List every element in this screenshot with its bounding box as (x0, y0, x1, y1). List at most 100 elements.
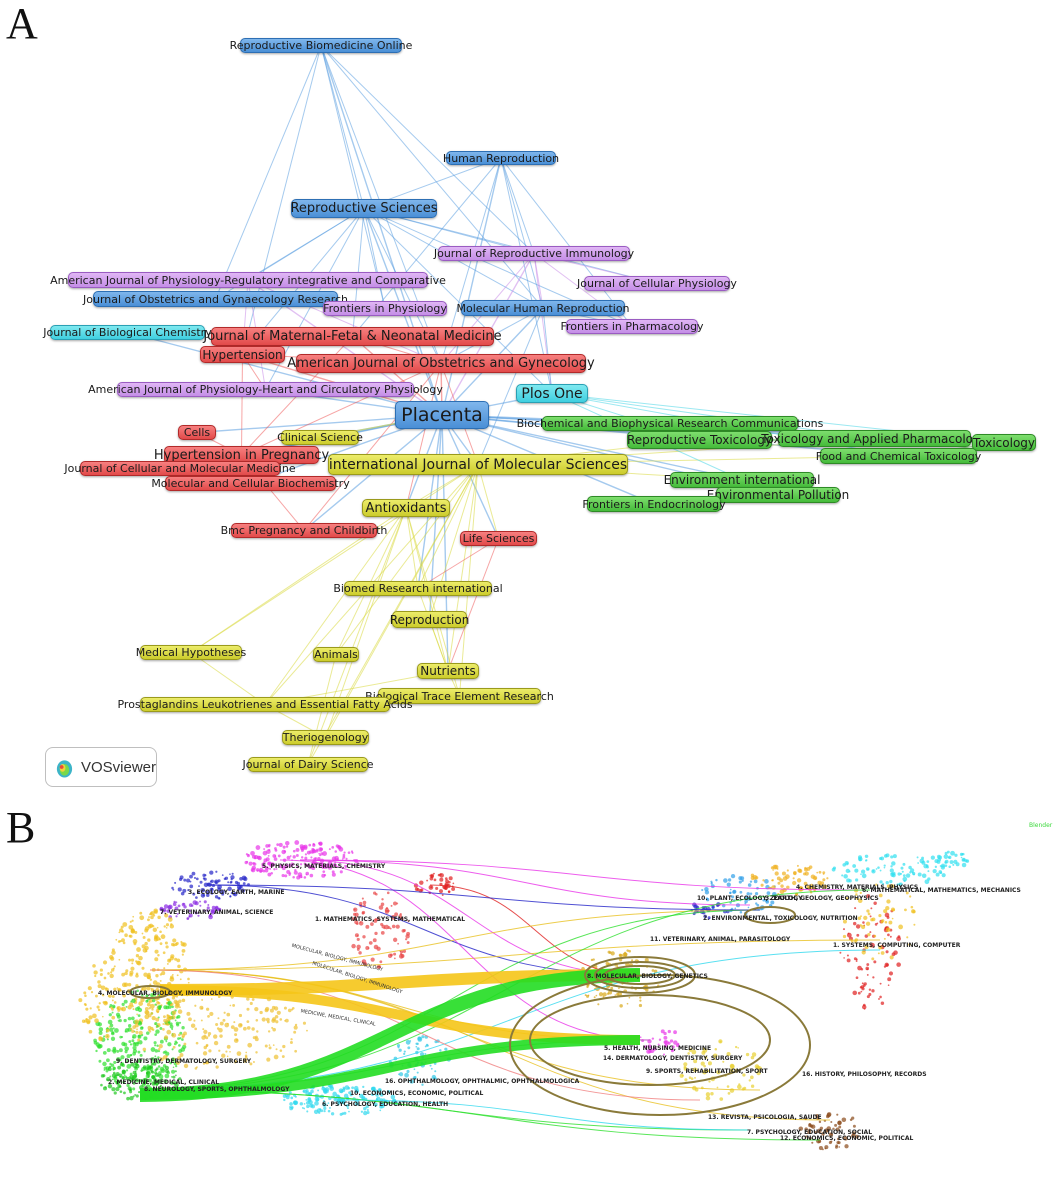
journal-node-repro[interactable]: Reproduction (389, 611, 470, 628)
citation-dot (187, 977, 190, 981)
citation-dot (106, 1058, 110, 1063)
journal-node-antiox[interactable]: Antioxidants (362, 499, 450, 517)
citation-dot (381, 898, 384, 901)
journal-node-clin[interactable]: Clinical Science (277, 430, 363, 445)
citation-dot (116, 987, 119, 989)
journal-node-therio[interactable]: Theriogenology (282, 730, 369, 745)
citation-dot (152, 991, 157, 996)
citation-dot (255, 1019, 259, 1022)
citation-dot (429, 876, 434, 881)
journal-node-rbo[interactable]: Reproductive Biomedicine Online (229, 38, 413, 53)
journal-node-tox[interactable]: Toxicology (972, 434, 1036, 451)
citation-dot (371, 1086, 376, 1091)
citation-dot (290, 1096, 294, 1100)
journal-node-rtox[interactable]: Reproductive Toxicology (627, 431, 773, 449)
journal-node-mhr[interactable]: Molecular Human Reproduction (456, 300, 630, 316)
journal-node-medhyp[interactable]: Medical Hypotheses (135, 645, 247, 660)
journal-node-tap[interactable]: Toxicology and Applied Pharmacology (761, 430, 988, 447)
citation-dot (123, 1018, 127, 1023)
citation-dot (194, 1027, 198, 1031)
journal-node-bri[interactable]: Biomed Research international (333, 581, 503, 596)
citation-dot (175, 1002, 180, 1008)
citation-dot (102, 1086, 108, 1091)
citation-dot (406, 1069, 410, 1074)
journal-node-cells[interactable]: Cells (178, 425, 216, 440)
citation-dot (804, 866, 807, 870)
citation-dot (267, 867, 270, 870)
journal-node-ajp_reg[interactable]: American Journal of Physiology-Regulator… (50, 272, 446, 288)
citation-dot (890, 865, 893, 868)
journal-node-jds[interactable]: Journal of Dairy Science (242, 757, 374, 772)
citation-dot (807, 1130, 811, 1135)
main-citation-flow (159, 985, 641, 1045)
citation-dot (345, 1104, 349, 1108)
journal-node-plos[interactable]: Plos One (516, 384, 588, 403)
journal-node-plefa[interactable]: Prostaglandins Leukotrienes and Essentia… (117, 697, 413, 712)
citation-dot (375, 892, 378, 896)
citation-dot (798, 1126, 804, 1131)
journal-node-jri[interactable]: Journal of Reproductive Immunology (433, 246, 635, 261)
citation-dot (644, 958, 649, 963)
citation-dot (146, 975, 151, 980)
cluster-label-r4: 4. CHEMISTRY, MATERIALS, PHYSICS (796, 884, 919, 891)
journal-node-rs[interactable]: Reproductive Sciences (290, 199, 438, 218)
journal-node-nutr[interactable]: Nutrients (417, 663, 479, 679)
citation-dot (683, 1066, 688, 1071)
citation-dot (356, 937, 360, 942)
citation-dot (98, 1002, 101, 1005)
journal-node-bbrc[interactable]: Biochemical and Biophysical Research Com… (516, 416, 824, 431)
journal-node-hr[interactable]: Human Reproduction (442, 151, 560, 165)
journal-node-jogr[interactable]: Journal of Obstetrics and Gynaecology Re… (83, 291, 348, 307)
citation-dot (798, 868, 803, 874)
citation-dot (900, 866, 904, 870)
citation-dot (832, 1127, 835, 1131)
citation-dot (171, 996, 176, 1000)
citation-dot (885, 881, 889, 885)
journal-node-mcb[interactable]: Molecular and Cellular Biochemistry (151, 476, 350, 491)
journal-node-ijms[interactable]: international Journal of Molecular Scien… (328, 454, 628, 475)
citation-dot (166, 962, 169, 965)
citation-dot (221, 1053, 226, 1058)
journal-node-jcp[interactable]: Journal of Cellular Physiology (577, 276, 737, 291)
citation-dot (417, 1036, 422, 1041)
citation-dot (210, 998, 213, 1000)
journal-node-jbc[interactable]: Journal of Biological Chemistry (43, 325, 212, 340)
journal-node-placenta[interactable]: Placenta (395, 401, 489, 429)
citation-dot (148, 1078, 152, 1083)
citation-dot (746, 892, 750, 896)
citation-dot (137, 1050, 141, 1054)
citation-dot (261, 864, 265, 868)
journal-node-jmfnm[interactable]: Journal of Maternal-Fetal & Neonatal Med… (203, 327, 502, 346)
citation-dot (163, 909, 166, 912)
citation-dot (99, 972, 103, 977)
citation-dot (119, 1062, 124, 1067)
citation-dot (96, 1005, 100, 1009)
citation-dot (90, 991, 94, 994)
journal-node-hyp[interactable]: Hypertension (200, 346, 285, 363)
citation-dot (857, 898, 863, 904)
citation-dot (97, 984, 102, 989)
journal-node-bter[interactable]: Biological Trace Element Research (365, 688, 554, 704)
journal-node-life[interactable]: Life Sciences (460, 531, 537, 546)
citation-dot (125, 1006, 128, 1008)
citation-dot (753, 879, 758, 884)
journal-node-fphys[interactable]: Frontiers in Physiology (323, 301, 447, 316)
journal-node-ajp_heart[interactable]: American Journal of Physiology-Heart and… (88, 382, 443, 397)
citation-dot (111, 995, 115, 998)
journal-node-fpharm[interactable]: Frontiers in Pharmacology (560, 319, 704, 334)
journal-node-envint[interactable]: Environment international (663, 472, 821, 488)
citation-dot (303, 1103, 306, 1105)
journal-node-fct[interactable]: Food and Chemical Toxicology (815, 448, 982, 464)
journal-node-ajog[interactable]: American Journal of Obstetrics and Gynec… (287, 354, 595, 373)
journal-node-bmcpc[interactable]: Bmc Pregnancy and Childbirth (220, 523, 388, 538)
journal-node-hip[interactable]: Hypertension in Pregnancy (153, 446, 330, 464)
journal-node-fendo[interactable]: Frontiers in Endocrinology (582, 496, 726, 512)
journal-node-jcmm[interactable]: Journal of Cellular and Molecular Medici… (64, 461, 296, 476)
z-score-ellipse (509, 974, 811, 1116)
citation-dot (102, 1015, 104, 1018)
journal-node-envpol[interactable]: Environmental Pollution (706, 487, 850, 503)
citation-dot (718, 1039, 723, 1044)
citation-dot (251, 854, 256, 859)
citation-dot (107, 1019, 113, 1025)
journal-node-animals[interactable]: Animals (313, 647, 359, 662)
